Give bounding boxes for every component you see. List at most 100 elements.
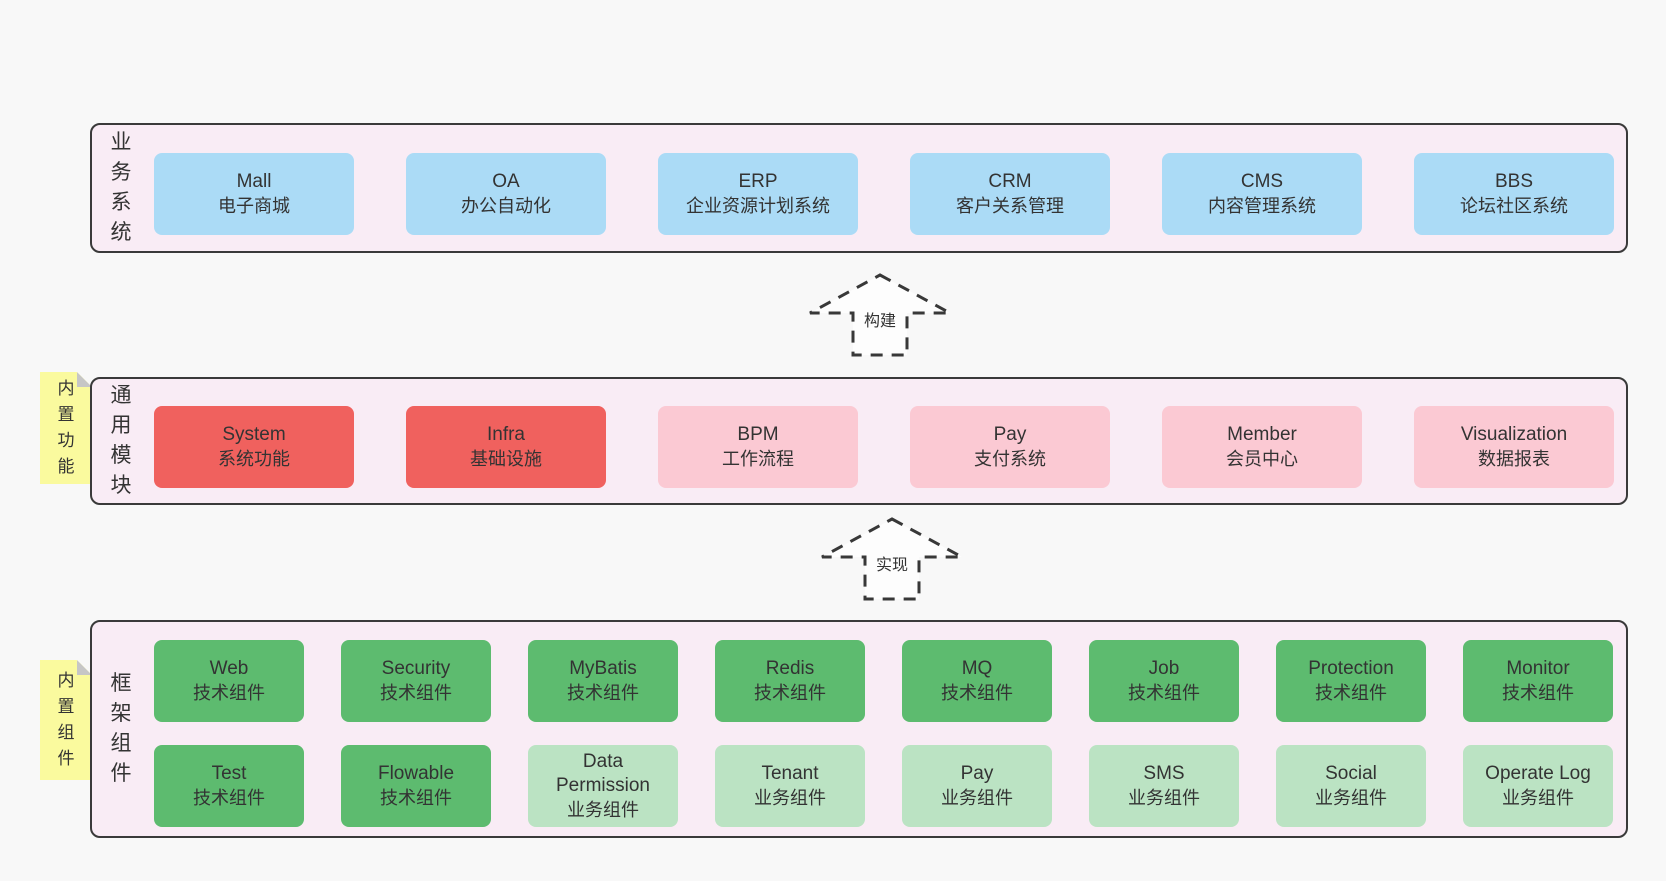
module-title: Pay — [960, 763, 994, 784]
box-flowable: Flowable 技术组件 — [341, 745, 491, 827]
module-title: Visualization — [1460, 424, 1568, 445]
box-member: Member 会员中心 — [1162, 406, 1362, 488]
module-subtitle: 工作流程 — [722, 449, 794, 469]
module-title: Mall — [236, 171, 272, 192]
module-title: ERP — [738, 171, 778, 192]
box-mall: Mall 电子商城 — [154, 153, 354, 235]
module-subtitle: 技术组件 — [380, 788, 452, 808]
layer-label: 框架组件 — [110, 672, 132, 785]
module-title: Data Permission — [556, 751, 650, 796]
box-system: System 系统功能 — [154, 406, 354, 488]
module-subtitle: 技术组件 — [1128, 683, 1200, 703]
module-subtitle: 业务组件 — [941, 788, 1013, 808]
implement-arrow: 实现 — [818, 515, 966, 603]
box-bbs: BBS 论坛社区系统 — [1414, 153, 1614, 235]
module-subtitle: 技术组件 — [567, 683, 639, 703]
box-monitor: Monitor 技术组件 — [1463, 640, 1613, 722]
module-subtitle: 会员中心 — [1226, 449, 1298, 469]
module-title: OA — [492, 171, 520, 192]
module-subtitle: 客户关系管理 — [956, 196, 1064, 216]
module-title: SMS — [1143, 763, 1185, 784]
sticky-note-label: 内置组件 — [57, 671, 75, 768]
module-title: Pay — [993, 424, 1027, 445]
sticky-note: 内置组件 — [40, 660, 92, 780]
box-operate-log: Operate Log 业务组件 — [1463, 745, 1613, 827]
box-pay: Pay 支付系统 — [910, 406, 1110, 488]
layer-business-systems: 业务系统 Mall 电子商城 OA 办公自动化 ERP 企业资源计划系统 CRM 客户关系管理… — [90, 123, 1628, 253]
module-title: MQ — [961, 658, 993, 679]
module-title: Operate Log — [1485, 763, 1591, 784]
layer-label-container: 通用模块 — [102, 379, 140, 503]
module-title: BPM — [737, 424, 779, 445]
box-data-permission: Data Permission 业务组件 — [528, 745, 678, 827]
module-title: BBS — [1494, 171, 1534, 192]
box-redis: Redis 技术组件 — [715, 640, 865, 722]
module-subtitle: 技术组件 — [1502, 683, 1574, 703]
module-subtitle: 业务组件 — [1502, 788, 1574, 808]
module-subtitle: 论坛社区系统 — [1460, 196, 1568, 216]
build-arrow: 构建 — [806, 271, 954, 359]
box-tenant: Tenant 业务组件 — [715, 745, 865, 827]
module-subtitle: 技术组件 — [380, 683, 452, 703]
layer-label: 业务系统 — [110, 131, 132, 244]
box-pay: Pay 业务组件 — [902, 745, 1052, 827]
module-title: System — [222, 424, 286, 445]
module-subtitle: 业务组件 — [1128, 788, 1200, 808]
module-row: System 系统功能 Infra 基础设施 BPM 工作流程 Pay 支付系统 Member 会… — [154, 406, 1614, 488]
module-subtitle: 系统功能 — [218, 449, 290, 469]
box-social: Social 业务组件 — [1276, 745, 1426, 827]
module-title: Redis — [765, 658, 815, 679]
module-title: MyBatis — [569, 658, 637, 679]
box-infra: Infra 基础设施 — [406, 406, 606, 488]
module-title: Flowable — [377, 763, 455, 784]
module-title: Web — [209, 658, 249, 679]
module-subtitle: 办公自动化 — [461, 196, 551, 216]
module-title: Social — [1325, 763, 1377, 784]
box-test: Test 技术组件 — [154, 745, 304, 827]
module-subtitle: 企业资源计划系统 — [686, 196, 830, 216]
module-title: Member — [1227, 424, 1297, 445]
sticky-note: 内置功能 — [40, 372, 92, 484]
module-title: Security — [381, 658, 451, 679]
box-sms: SMS 业务组件 — [1089, 745, 1239, 827]
box-bpm: BPM 工作流程 — [658, 406, 858, 488]
module-title: Protection — [1308, 658, 1394, 679]
module-title: Job — [1148, 658, 1180, 679]
module-title: Infra — [486, 424, 526, 445]
layer-label-container: 框架组件 — [102, 622, 140, 836]
box-visualization: Visualization 数据报表 — [1414, 406, 1614, 488]
module-subtitle: 数据报表 — [1478, 449, 1550, 469]
box-cms: CMS 内容管理系统 — [1162, 153, 1362, 235]
sticky-note-label: 内置功能 — [57, 379, 75, 476]
module-subtitle: 技术组件 — [941, 683, 1013, 703]
module-row: Mall 电子商城 OA 办公自动化 ERP 企业资源计划系统 CRM 客户关系管理 CMS 内容… — [154, 153, 1614, 235]
layer-label: 通用模块 — [110, 384, 132, 497]
box-oa: OA 办公自动化 — [406, 153, 606, 235]
module-title: Tenant — [761, 763, 819, 784]
module-subtitle: 业务组件 — [1315, 788, 1387, 808]
module-subtitle: 业务组件 — [567, 800, 639, 820]
box-mq: MQ 技术组件 — [902, 640, 1052, 722]
module-title: Test — [211, 763, 247, 784]
layer-label-container: 业务系统 — [102, 125, 140, 251]
box-crm: CRM 客户关系管理 — [910, 153, 1110, 235]
box-web: Web 技术组件 — [154, 640, 304, 722]
module-title: CMS — [1240, 171, 1284, 192]
box-mybatis: MyBatis 技术组件 — [528, 640, 678, 722]
module-subtitle: 电子商城 — [218, 196, 290, 216]
module-subtitle: 内容管理系统 — [1208, 196, 1316, 216]
module-subtitle: 技术组件 — [754, 683, 826, 703]
module-subtitle: 支付系统 — [974, 449, 1046, 469]
module-subtitle: 技术组件 — [193, 683, 265, 703]
layer-common-modules: 通用模块 System 系统功能 Infra 基础设施 BPM 工作流程 Pay 支付系统 Me… — [90, 377, 1628, 505]
module-subtitle: 业务组件 — [754, 788, 826, 808]
module-title: Monitor — [1506, 658, 1570, 679]
box-security: Security 技术组件 — [341, 640, 491, 722]
module-subtitle: 技术组件 — [193, 788, 265, 808]
module-subtitle: 基础设施 — [470, 449, 542, 469]
module-title: CRM — [988, 171, 1032, 192]
